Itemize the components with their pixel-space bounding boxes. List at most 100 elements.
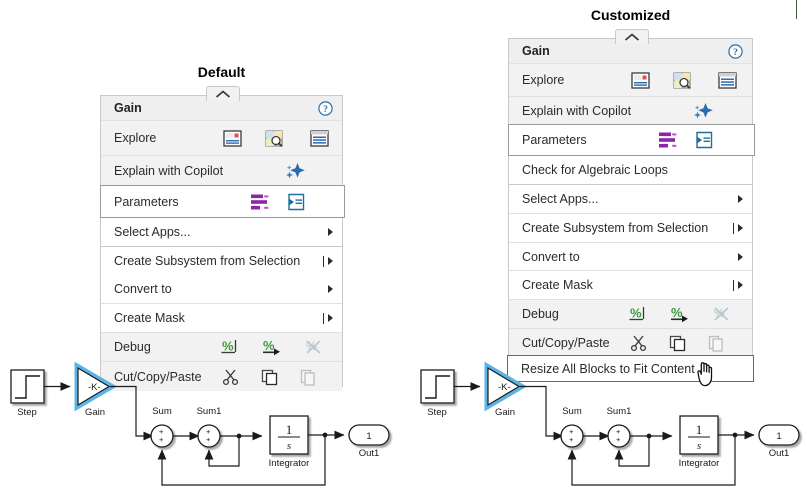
menu-item-check-for-algebraic-loops[interactable]: Check for Algebraic Loops bbox=[509, 156, 752, 184]
block-out1[interactable]: 1 bbox=[758, 424, 800, 446]
menu-item-convert-to[interactable]: Convert to bbox=[101, 275, 342, 303]
collapse-toggle-default[interactable] bbox=[206, 86, 240, 101]
submenu-split-arrow[interactable] bbox=[733, 271, 743, 299]
block-parameters-icon[interactable] bbox=[695, 131, 714, 149]
menu-item-create-subsystem-from-selection[interactable]: Create Subsystem from Selection bbox=[509, 213, 752, 242]
submenu-split-arrow[interactable] bbox=[323, 304, 333, 332]
step-forward-icon[interactable]: % bbox=[658, 305, 702, 323]
svg-text:+: + bbox=[616, 435, 621, 444]
menu-item-cut-copy-paste[interactable]: Cut/Copy/Paste bbox=[101, 361, 342, 391]
svg-text:s: s bbox=[697, 440, 701, 452]
copy-icon[interactable] bbox=[658, 334, 697, 352]
block-gain[interactable]: -K- bbox=[74, 361, 117, 412]
submenu-split-arrow[interactable] bbox=[323, 247, 333, 275]
block-label-out1: Out1 bbox=[769, 448, 790, 459]
block-label-gain: Gain bbox=[85, 407, 105, 418]
menu-item-label: Create Mask bbox=[522, 278, 593, 292]
svg-text:1: 1 bbox=[366, 431, 371, 442]
submenu-split-arrow[interactable] bbox=[733, 214, 743, 242]
help-circle-icon[interactable]: ? bbox=[728, 43, 743, 59]
menu-item-select-apps[interactable]: Select Apps... bbox=[101, 218, 342, 246]
set-breakpoint-icon[interactable]: % bbox=[618, 305, 658, 323]
block-integrator[interactable]: 1 s bbox=[679, 415, 719, 455]
svg-text:+: + bbox=[159, 435, 164, 444]
menu-item-explore[interactable]: Explore bbox=[509, 64, 752, 96]
menu-item-label: Parameters bbox=[522, 133, 587, 147]
help-circle-icon[interactable]: ? bbox=[318, 100, 333, 116]
menu-item-label: Convert to bbox=[114, 282, 172, 296]
menu-item-convert-to[interactable]: Convert to bbox=[509, 242, 752, 270]
set-breakpoint-icon[interactable]: % bbox=[210, 338, 250, 356]
block-label-integrator: Integrator bbox=[679, 458, 720, 469]
menu-item-label: Explore bbox=[114, 131, 157, 145]
step-forward-icon[interactable]: % bbox=[250, 338, 294, 356]
model-browser-icon[interactable] bbox=[659, 71, 705, 89]
model-browser-icon[interactable] bbox=[251, 129, 297, 147]
menu-item-label: Explore bbox=[522, 73, 565, 87]
menu-item-create-subsystem-from-selection[interactable]: Create Subsystem from Selection bbox=[101, 246, 342, 275]
menu-item-debug[interactable]: Debug % % % bbox=[101, 332, 342, 361]
svg-text:?: ? bbox=[733, 48, 738, 58]
scissors-icon[interactable] bbox=[212, 368, 250, 386]
block-label-sum1: Sum1 bbox=[197, 406, 222, 417]
block-step[interactable] bbox=[420, 369, 455, 404]
collapse-toggle-customized[interactable] bbox=[615, 29, 649, 44]
menu-item-label: Explain with Copilot bbox=[114, 163, 224, 178]
paste-icon bbox=[289, 368, 327, 386]
menu-item-cut-copy-paste[interactable]: Cut/Copy/Paste bbox=[509, 328, 752, 357]
model-explorer-icon[interactable] bbox=[213, 129, 251, 147]
block-label-sum1: Sum1 bbox=[607, 406, 632, 417]
signal-properties-icon[interactable] bbox=[658, 131, 678, 149]
menu-item-select-apps[interactable]: Select Apps... bbox=[509, 184, 752, 213]
svg-text:-K-: -K- bbox=[498, 382, 511, 393]
block-step[interactable] bbox=[10, 369, 45, 404]
menu-item-explore[interactable]: Explore bbox=[101, 121, 342, 155]
block-parameters-table-icon[interactable] bbox=[705, 71, 749, 89]
svg-text:+: + bbox=[616, 427, 621, 436]
diagram-left: Step -K- Gain + + Sum + + Sum1 bbox=[0, 358, 400, 493]
menu-item-parameters[interactable]: Parameters bbox=[100, 185, 345, 218]
menu-item-debug[interactable]: Debug % % % bbox=[509, 299, 752, 328]
svg-text:%: % bbox=[306, 339, 317, 353]
submenu-arrow[interactable] bbox=[738, 243, 743, 270]
copy-icon[interactable] bbox=[250, 368, 289, 386]
block-label-integrator: Integrator bbox=[269, 458, 310, 469]
menu-item-create-mask[interactable]: Create Mask bbox=[101, 303, 342, 332]
block-sum1[interactable]: + + bbox=[197, 424, 221, 448]
clear-breakpoints-icon: % bbox=[294, 338, 334, 356]
block-parameters-table-icon[interactable] bbox=[297, 129, 341, 147]
block-parameters-icon[interactable] bbox=[287, 193, 306, 211]
scissors-icon[interactable] bbox=[620, 334, 658, 352]
menu-item-explain-with-copilot[interactable]: Explain with Copilot bbox=[509, 96, 752, 124]
block-label-step: Step bbox=[17, 407, 37, 418]
block-gain[interactable]: -K- bbox=[484, 361, 527, 412]
block-out1[interactable]: 1 bbox=[348, 424, 390, 446]
submenu-arrow[interactable] bbox=[738, 185, 743, 213]
block-sum[interactable]: + + bbox=[150, 424, 174, 448]
menu-item-label: Convert to bbox=[522, 249, 580, 264]
block-label-gain: Gain bbox=[495, 407, 515, 418]
svg-text:+: + bbox=[569, 427, 574, 436]
menu-item-parameters[interactable]: Parameters bbox=[508, 124, 755, 156]
menu-item-resize-all-blocks-to-fit-content[interactable]: Resize All Blocks to Fit Content bbox=[507, 355, 754, 387]
block-label-sum: Sum bbox=[562, 406, 582, 417]
menu-item-label: Check for Algebraic Loops bbox=[522, 163, 668, 177]
menu-item-label: Select Apps... bbox=[522, 192, 599, 206]
menu-item-label: Cut/Copy/Paste bbox=[522, 336, 610, 350]
model-explorer-icon[interactable] bbox=[621, 71, 659, 89]
diagram-right: Step -K- Gain + + Sum + + Sum1 1 bbox=[410, 358, 807, 493]
menu-item-explain-with-copilot[interactable]: Explain with Copilot bbox=[101, 155, 342, 185]
menu-item-label: Debug bbox=[114, 340, 151, 354]
svg-text:?: ? bbox=[323, 105, 328, 115]
svg-text:1: 1 bbox=[696, 422, 703, 437]
copilot-sparkle-icon[interactable] bbox=[284, 161, 306, 181]
submenu-arrow[interactable] bbox=[328, 218, 333, 246]
block-sum[interactable]: + + bbox=[560, 424, 584, 448]
menu-item-create-mask[interactable]: Create Mask bbox=[509, 270, 752, 299]
block-integrator[interactable]: 1 s bbox=[269, 415, 309, 455]
block-sum1[interactable]: + + bbox=[607, 424, 631, 448]
svg-text:s: s bbox=[287, 440, 291, 452]
signal-properties-icon[interactable] bbox=[250, 193, 270, 211]
copilot-sparkle-icon[interactable] bbox=[692, 101, 714, 121]
submenu-arrow[interactable] bbox=[328, 275, 333, 303]
